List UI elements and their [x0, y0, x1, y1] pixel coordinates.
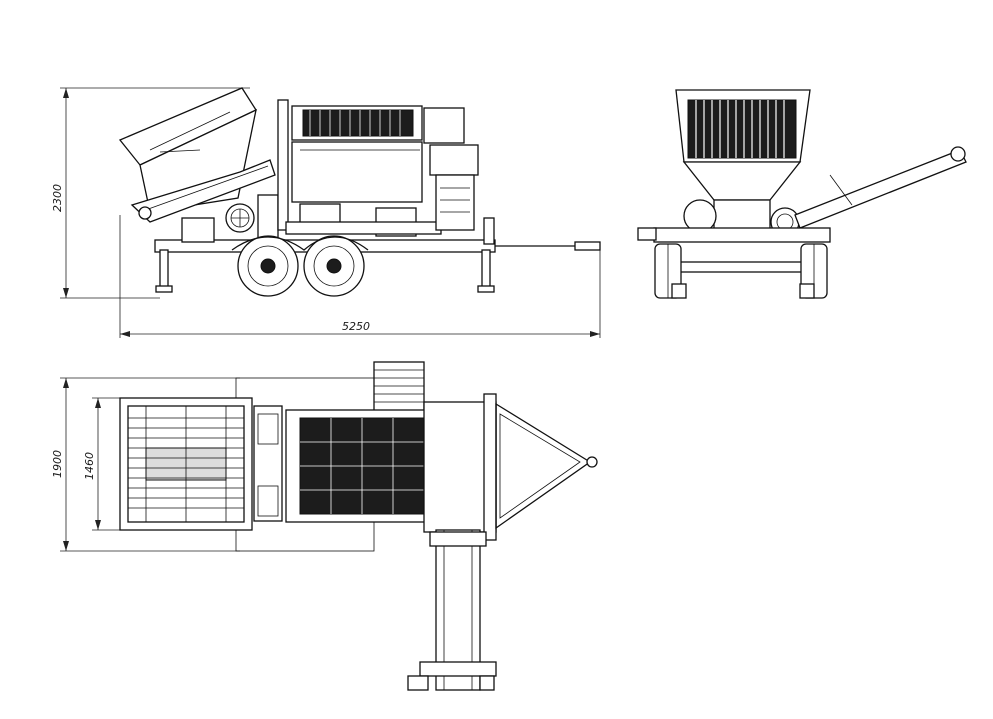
side-discharge — [423, 107, 495, 245]
length-dimension: 5250 — [119, 215, 601, 338]
top-view: 1900 1460 — [51, 361, 598, 691]
side-wheels — [231, 235, 369, 297]
side-view: 2300 5250 — [51, 87, 601, 338]
side-hopper — [118, 87, 276, 223]
length-dimension-label: 5250 — [342, 320, 370, 333]
width-dimension-label: 1900 — [51, 450, 64, 478]
width-dimension: 1900 — [51, 377, 240, 552]
side-engine — [181, 194, 279, 243]
inner-width-dimension: 1460 — [83, 397, 122, 531]
side-trommel — [277, 99, 442, 237]
side-chassis — [154, 239, 601, 293]
front-view — [637, 89, 967, 299]
height-dimension: 2300 — [51, 87, 250, 299]
inner-width-dimension-label: 1460 — [83, 452, 96, 480]
height-dimension-label: 2300 — [51, 184, 64, 212]
